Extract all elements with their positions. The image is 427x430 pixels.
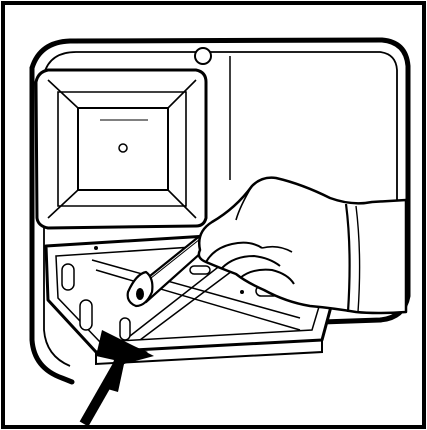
panel-screw [119, 144, 127, 152]
tray-slot [62, 264, 74, 290]
tray-slot [120, 318, 130, 340]
cavity-hole [195, 48, 211, 64]
tray-slot [190, 266, 210, 274]
tray-slot [80, 300, 92, 330]
back-wall-panel [36, 70, 206, 228]
